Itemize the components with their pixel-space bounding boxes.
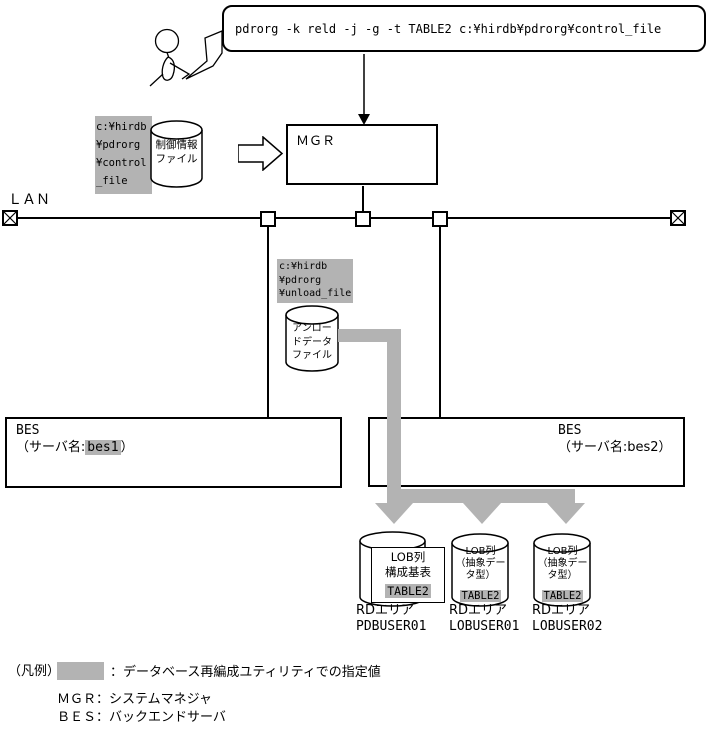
lan-connector-bes1 bbox=[260, 211, 276, 227]
base-table-name: TABLE2 bbox=[385, 584, 431, 598]
lob-cylinder-1-label: LOB列 （抽象デー タ型） TABLE2 bbox=[455, 546, 506, 602]
legend-swatch bbox=[57, 662, 104, 680]
lan-terminator-left-icon bbox=[2, 210, 18, 226]
rd-area-label-lobuser02: RDエリア LOBUSER02 bbox=[532, 603, 603, 634]
mgr-lan-line bbox=[362, 186, 364, 213]
bes2-drop-line bbox=[439, 226, 441, 418]
legend-bes: ＢＥＳ：バックエンドサーバ bbox=[57, 710, 226, 725]
legend-title: （凡例） bbox=[8, 664, 61, 679]
bes1-drop-line bbox=[267, 226, 269, 418]
base-table-label: LOB列 構成基表 bbox=[385, 550, 431, 579]
command-flow-arrow bbox=[358, 54, 370, 125]
rd-area-label-pdbuser01: RDエリア PDBUSER01 bbox=[356, 603, 427, 634]
command-text: pdrorg -k reld -j -g -t TABLE2 c:¥hirdb¥… bbox=[235, 21, 662, 36]
input-arrow-icon bbox=[238, 136, 284, 171]
unload-file-cylinder-icon bbox=[285, 305, 339, 372]
bes1-server-name: bes1 bbox=[85, 440, 121, 455]
bes1-title: BES bbox=[16, 423, 40, 438]
control-file-path: c:¥hirdb ¥pdrorg ¥control _file bbox=[95, 116, 152, 194]
lob-table-name-2: TABLE2 bbox=[541, 590, 584, 602]
lob-cylinder-2-label: LOB列 （抽象デー タ型） TABLE2 bbox=[537, 546, 588, 602]
lan-terminator-right-icon bbox=[670, 210, 686, 226]
lan-line bbox=[10, 217, 677, 219]
unload-file-path: c:¥hirdb ¥pdrorg ¥unload_file bbox=[277, 259, 353, 303]
person-icon bbox=[149, 28, 223, 87]
control-file-cylinder-icon bbox=[150, 120, 203, 188]
bes2-server-label: （サーバ名:bes2） bbox=[558, 440, 672, 455]
unload-file-cylinder-label: アンロー ドデータ ファイル bbox=[292, 323, 332, 361]
command-bubble: pdrorg -k reld -j -g -t TABLE2 c:¥hirdb¥… bbox=[222, 5, 706, 52]
bes1-server-label: （サーバ名:bes1） bbox=[16, 440, 134, 455]
lan-connector-bes2 bbox=[432, 211, 448, 227]
bes2-title: BES bbox=[558, 423, 582, 438]
control-file-cylinder-label: 制御情報 ファイル bbox=[155, 139, 198, 165]
mgr-box-label: ＭＧＲ bbox=[296, 134, 336, 149]
base-table-callout: LOB列 構成基表 TABLE2 bbox=[371, 547, 445, 603]
lob-table-name-1: TABLE2 bbox=[459, 590, 502, 602]
lan-connector-mgr bbox=[355, 211, 371, 227]
legend-swatch-desc: ：データベース再編成ユティリティでの指定値 bbox=[110, 665, 381, 680]
rd-area-label-lobuser01: RDエリア LOBUSER01 bbox=[449, 603, 520, 634]
speech-tail bbox=[185, 30, 223, 80]
bes2-box: BES （サーバ名:bes2） bbox=[368, 417, 685, 487]
mgr-box: ＭＧＲ bbox=[286, 124, 438, 185]
lan-label: ＬＡＮ bbox=[8, 192, 50, 208]
bes1-box: BES （サーバ名:bes1） bbox=[5, 417, 342, 488]
legend-mgr: ＭＧＲ：システムマネジャ bbox=[57, 692, 212, 707]
